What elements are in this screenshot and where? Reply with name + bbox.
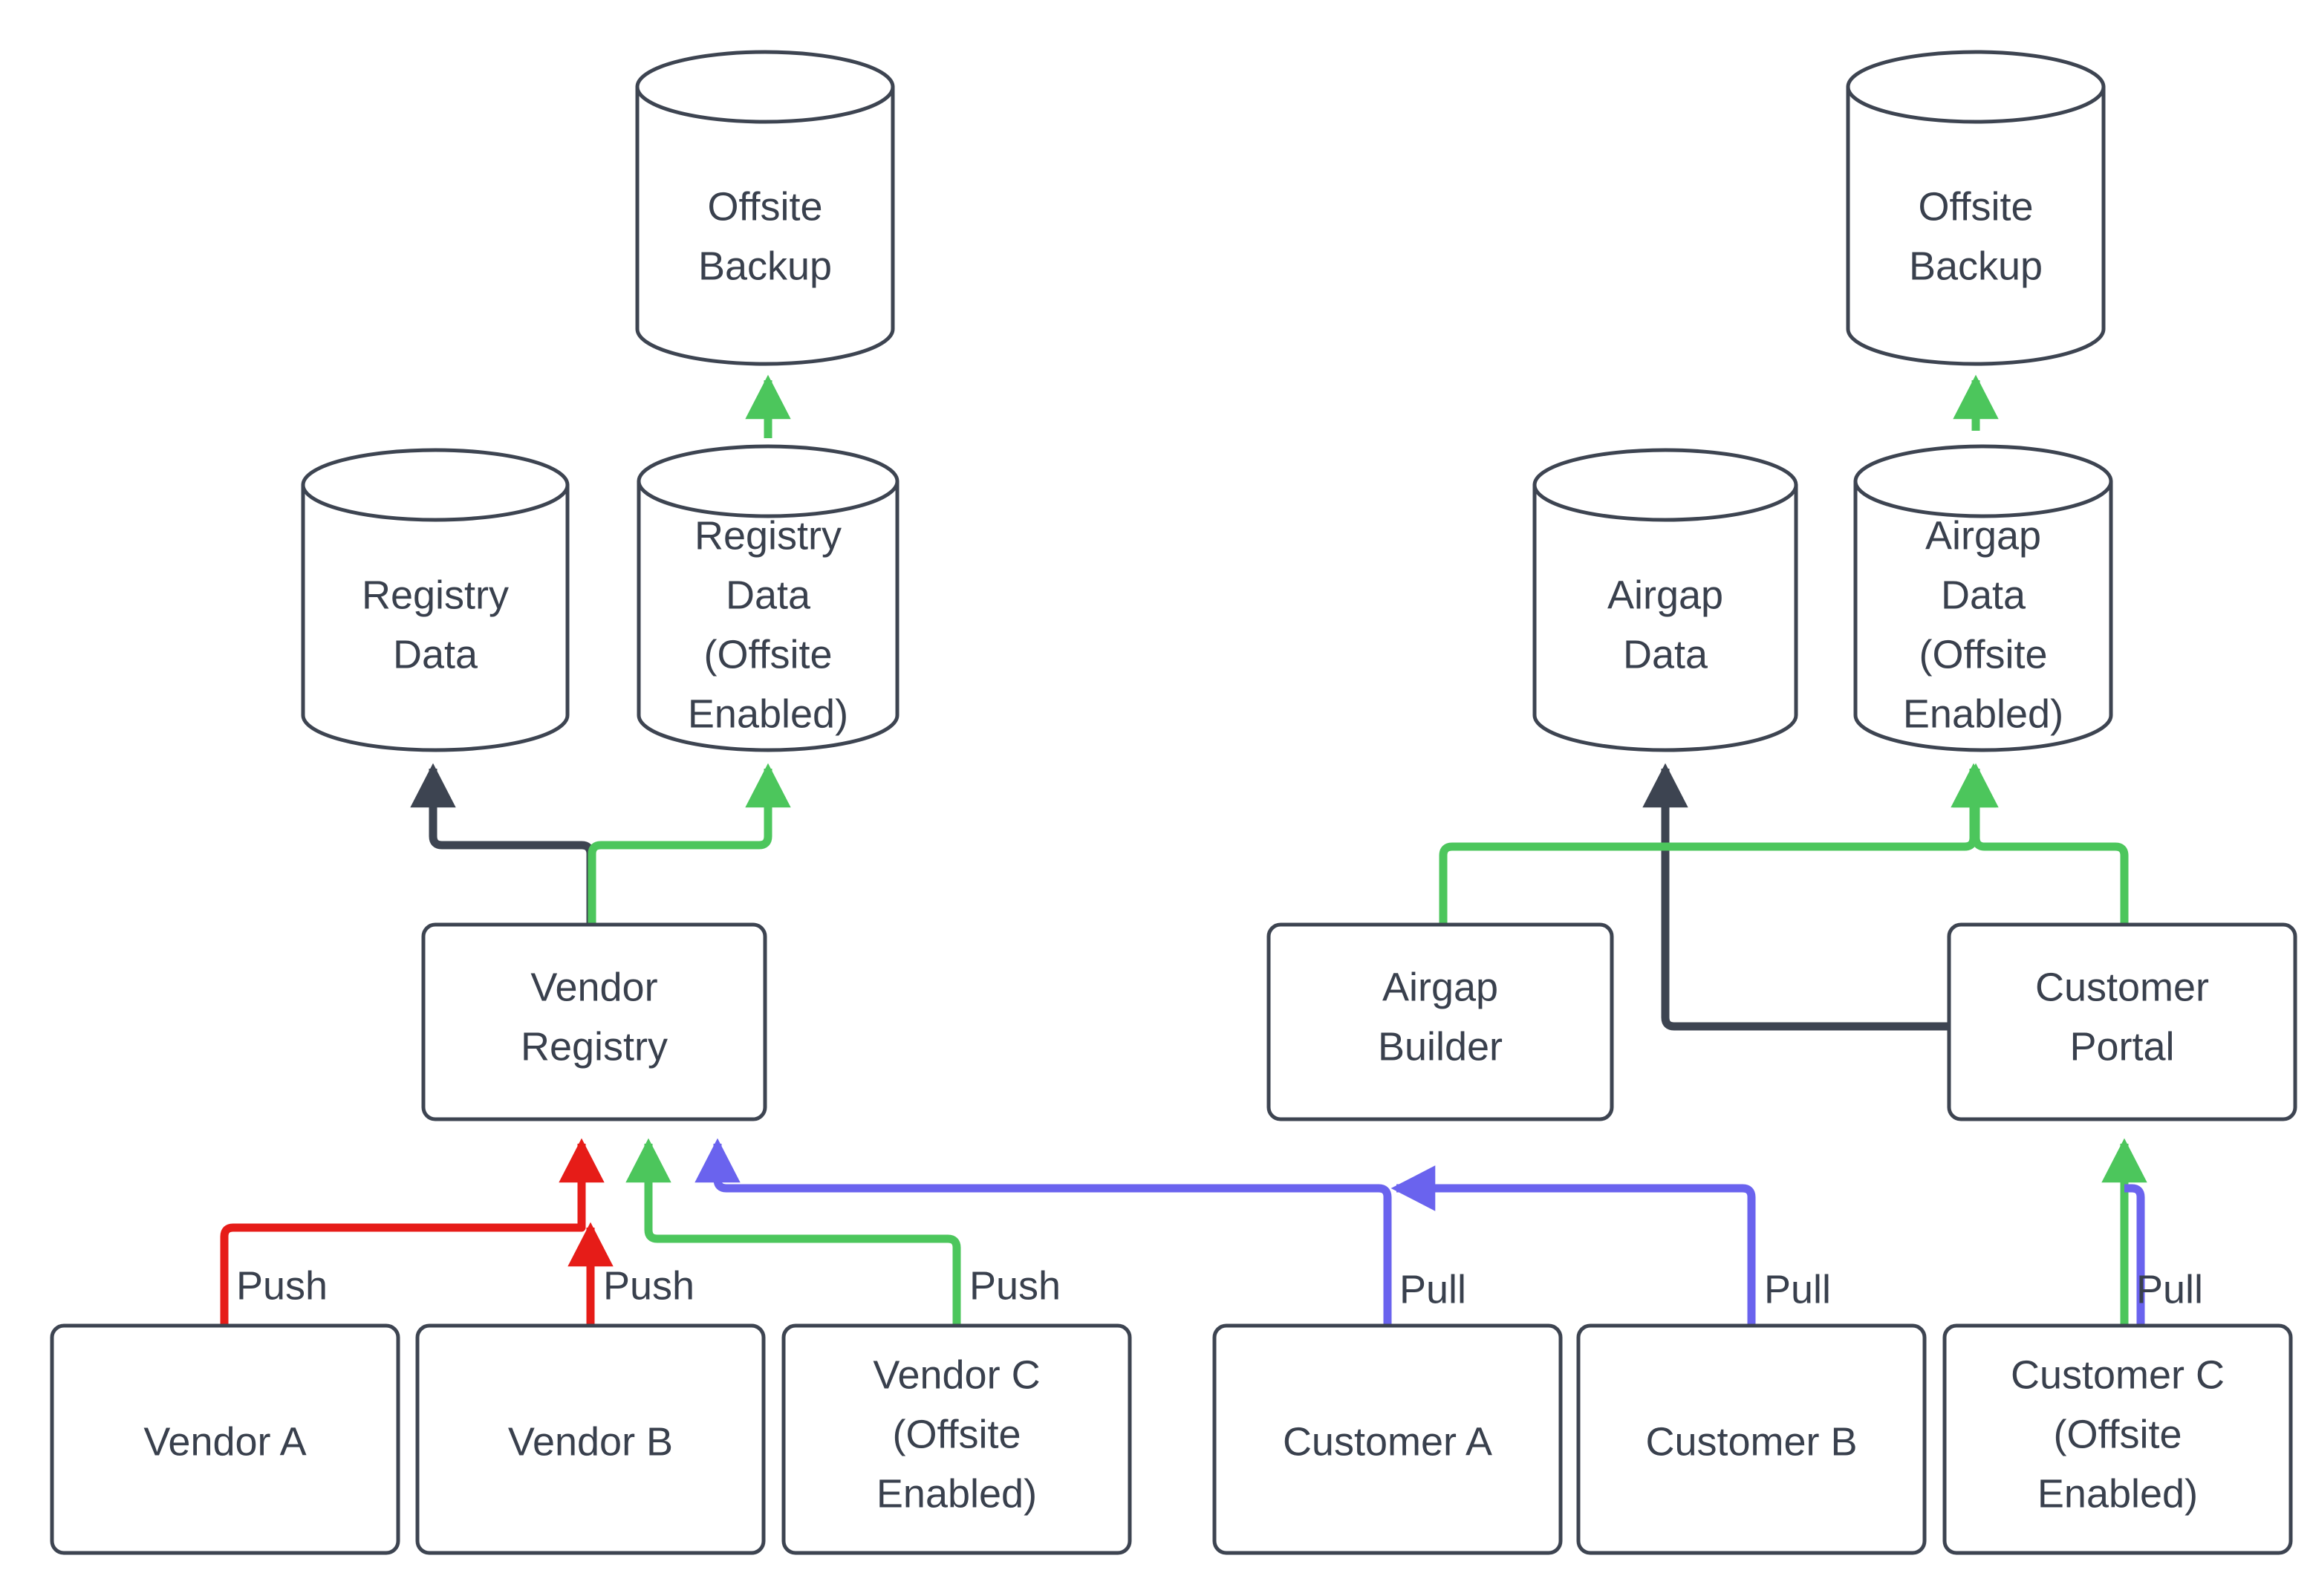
edge-label-pull-2: Pull	[1764, 1267, 1831, 1312]
edge-label-push-3: Push	[969, 1263, 1061, 1308]
airgap-builder-line1: Airgap	[1382, 965, 1498, 1009]
vendor-b-label: Vendor B	[508, 1419, 673, 1464]
node-airgap-data-offsite[interactable]: Airgap Data (Offsite Enabled)	[1853, 444, 2113, 752]
vendor-registry-line1: Vendor	[530, 965, 657, 1009]
node-offsite-backup-left[interactable]: Offsite Backup	[635, 50, 895, 366]
node-customer-b[interactable]: Customer B	[1576, 1323, 1927, 1555]
node-airgap-builder[interactable]: Airgap Builder	[1266, 922, 1614, 1121]
edge-vendor-c-push	[625, 1138, 961, 1326]
node-vendor-c[interactable]: Vendor C (Offsite Enabled)	[781, 1323, 1132, 1555]
vendor-registry-line2: Registry	[521, 1024, 668, 1069]
airgap-offsite-line2: Data	[1941, 573, 2026, 617]
airgap-data-line1: Airgap	[1607, 573, 1723, 617]
edge-registry-data-offsite	[588, 763, 791, 925]
edge-registry-data	[410, 763, 595, 925]
node-customer-a[interactable]: Customer A	[1212, 1323, 1563, 1555]
node-vendor-b[interactable]: Vendor B	[415, 1323, 766, 1555]
airgap-builder-line2: Builder	[1378, 1024, 1503, 1069]
registry-data-line2: Data	[393, 632, 478, 677]
node-customer-portal[interactable]: Customer Portal	[1947, 922, 2297, 1121]
node-vendor-registry[interactable]: Vendor Registry	[421, 922, 767, 1121]
customer-c-line2: (Offsite	[2053, 1412, 2182, 1456]
edge-customer-a-pull	[694, 1138, 1392, 1326]
customer-c-line1: Customer C	[2011, 1352, 2225, 1397]
offsite-backup-left-line2: Backup	[698, 244, 832, 288]
node-customer-c[interactable]: Customer C (Offsite Enabled)	[1942, 1323, 2293, 1555]
node-airgap-data[interactable]: Airgap Data	[1532, 448, 1798, 752]
edge-label-push-1: Push	[236, 1263, 328, 1308]
registry-offsite-line1: Registry	[694, 513, 842, 558]
node-vendor-a[interactable]: Vendor A	[50, 1323, 400, 1555]
node-offsite-backup-right[interactable]: Offsite Backup	[1846, 50, 2106, 366]
airgap-offsite-line3: (Offsite	[1919, 632, 2047, 677]
offsite-backup-left-line1: Offsite	[707, 184, 822, 229]
vendor-c-line3: Enabled)	[876, 1471, 1037, 1516]
edge-portal-airgap-data	[1642, 763, 1949, 1031]
edge-label-group: Push Push Push Pull Pull Pull	[236, 1263, 2203, 1312]
edge-customer-b-pull	[1390, 1165, 1756, 1326]
airgap-data-line2: Data	[1623, 632, 1708, 677]
edge-vendor-a-push	[220, 1138, 605, 1326]
registry-offsite-line4: Enabled)	[688, 691, 848, 736]
edge-label-pull-1: Pull	[1399, 1267, 1466, 1312]
edge-label-push-2: Push	[603, 1263, 694, 1308]
offsite-backup-right-line1: Offsite	[1918, 184, 2033, 229]
airgap-offsite-line1: Airgap	[1925, 513, 2041, 558]
registry-offsite-line2: Data	[726, 573, 811, 617]
registry-data-line1: Registry	[362, 573, 509, 617]
vendor-c-line2: (Offsite	[892, 1412, 1021, 1456]
vendor-c-line1: Vendor C	[873, 1352, 1040, 1397]
customer-c-line3: Enabled)	[2037, 1471, 2198, 1516]
edge-pull-trunk	[2124, 1184, 2145, 1326]
customer-b-label: Customer B	[1645, 1419, 1857, 1464]
edge-builder-airgap-offsite	[1439, 763, 1997, 925]
vendor-a-label: Vendor A	[143, 1419, 306, 1464]
edge-label-pull-3: Pull	[2136, 1267, 2203, 1312]
node-registry-data-offsite[interactable]: Registry Data (Offsite Enabled)	[637, 444, 900, 752]
customer-portal-line1: Customer	[2035, 965, 2209, 1009]
node-registry-data[interactable]: Registry Data	[301, 448, 570, 752]
offsite-backup-right-line2: Backup	[1909, 244, 2043, 288]
airgap-offsite-line4: Enabled)	[1903, 691, 2063, 736]
customer-portal-line2: Portal	[2069, 1024, 2174, 1069]
edge-portal-airgap-offsite	[1953, 763, 2129, 925]
customer-a-label: Customer A	[1283, 1419, 1492, 1464]
registry-offsite-line3: (Offsite	[703, 632, 832, 677]
